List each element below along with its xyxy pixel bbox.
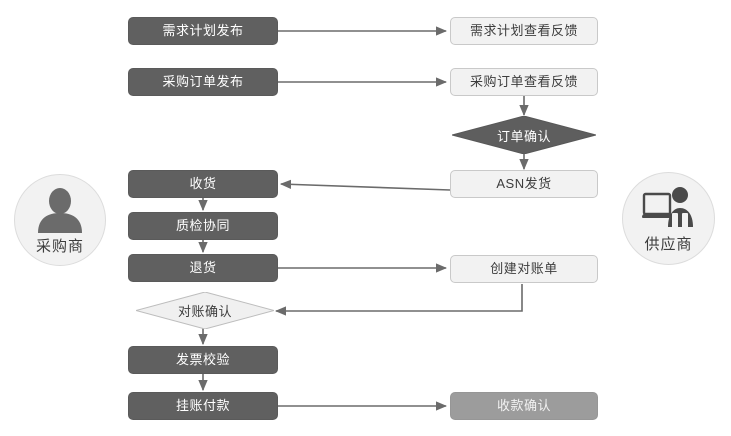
- node-qc-collaboration[interactable]: 质检协同: [128, 212, 278, 240]
- node-label: 退货: [189, 259, 217, 275]
- node-label: ASN发货: [496, 175, 552, 191]
- actor-supplier[interactable]: 供应商: [622, 172, 715, 265]
- node-label: 收款确认: [496, 397, 551, 413]
- node-po-feedback[interactable]: 采购订单查看反馈: [450, 68, 598, 96]
- actor-buyer[interactable]: 采购商: [14, 174, 106, 266]
- edge-asn-to-goods-receipt: [279, 179, 451, 191]
- node-invoice-check[interactable]: 发票校验: [128, 346, 278, 374]
- node-payable-payment[interactable]: 挂账付款: [128, 392, 278, 420]
- node-goods-receipt[interactable]: 收货: [128, 170, 278, 198]
- node-label: 订单确认: [496, 128, 551, 144]
- node-label: 发票校验: [175, 351, 230, 367]
- node-label: 创建对账单: [490, 260, 558, 276]
- node-return-goods[interactable]: 退货: [128, 254, 278, 282]
- node-label: 采购订单发布: [162, 73, 244, 89]
- node-statement-confirm[interactable]: 对账确认: [134, 291, 276, 330]
- edge-create-statement-to-confirm: [274, 284, 523, 316]
- node-asn-shipment[interactable]: ASN发货: [450, 170, 598, 198]
- person-icon: [38, 188, 82, 233]
- node-label: 对账确认: [177, 304, 232, 319]
- node-receipt-confirm[interactable]: 收款确认: [450, 392, 598, 420]
- node-label: 需求计划查看反馈: [469, 22, 578, 38]
- node-po-publish[interactable]: 采购订单发布: [128, 68, 278, 96]
- actor-name: 采购商: [35, 238, 84, 255]
- actor-name: 供应商: [644, 236, 693, 253]
- node-label: 质检协同: [175, 217, 230, 233]
- node-create-statement[interactable]: 创建对账单: [450, 255, 598, 283]
- node-demand-plan-feedback[interactable]: 需求计划查看反馈: [450, 17, 598, 45]
- node-label: 需求计划发布: [162, 22, 244, 38]
- node-order-confirm[interactable]: 订单确认: [450, 115, 598, 155]
- node-label: 采购订单查看反馈: [469, 73, 578, 89]
- node-label: 挂账付款: [175, 397, 230, 413]
- node-demand-plan-publish[interactable]: 需求计划发布: [128, 17, 278, 45]
- person-computer-icon: [641, 187, 693, 228]
- node-label: 收货: [189, 175, 217, 191]
